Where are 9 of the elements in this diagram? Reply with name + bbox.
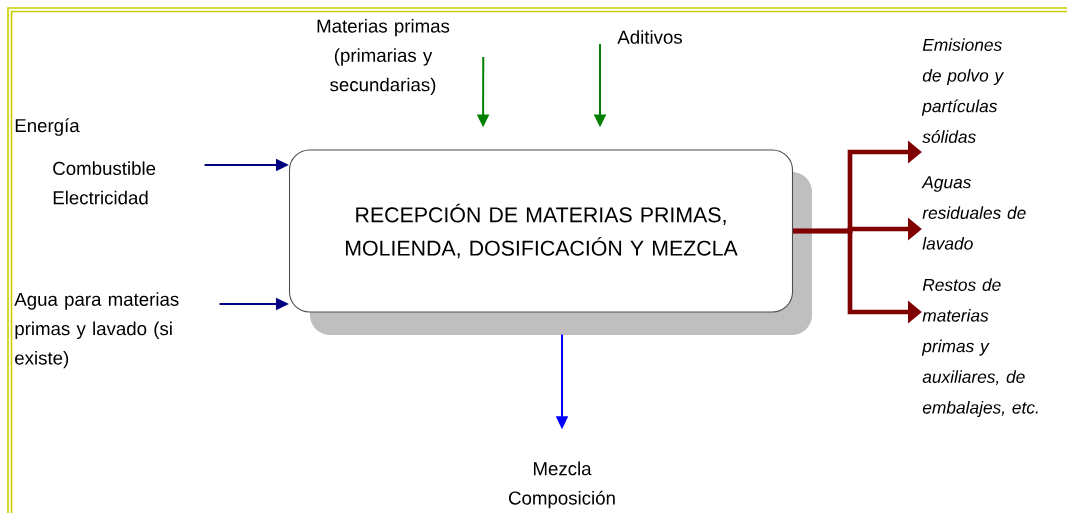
- input-label: Energía Combustible Electricidad: [15, 118, 156, 205]
- output-label: Restos de materias primas y auxiliares, de embalajes, etc.: [921, 278, 1038, 418]
- output-label: Emisiones de polvo y partículas sólidas: [921, 38, 1005, 143]
- input-label: Agua para materias primas y lavado (si existe): [14, 292, 179, 369]
- output-label: Aguas residuales de lavado: [921, 176, 1026, 250]
- process-box: RECEPCIÓN DE MATERIAS PRIMAS, MOLIENDA, DOSIFICACIÓN Y MEZCLA: [288, 149, 812, 335]
- input-label: Aditivos: [617, 30, 682, 44]
- input-label: Materias primas (primarias y secundarias): [317, 18, 450, 96]
- output-label: Mezcla Composición: [509, 461, 615, 509]
